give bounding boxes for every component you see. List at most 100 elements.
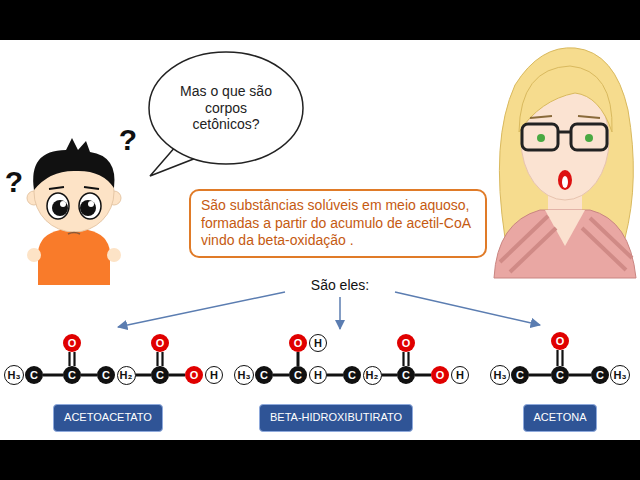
molecule-label: ACETOACETATO (53, 404, 163, 431)
atom-circle: C (97, 366, 115, 384)
teacher-figure (494, 48, 636, 278)
atom-symbol: O (190, 370, 199, 381)
bond-line (70, 352, 75, 366)
atom-circle: H₃ (4, 365, 24, 385)
atom-symbol: C (30, 370, 38, 381)
bond-line (327, 375, 343, 376)
atom-symbol: H₃ (7, 370, 20, 381)
bond-line (382, 375, 398, 376)
letterbox-bar (0, 0, 640, 40)
bond-line (404, 352, 409, 366)
atom-circle: C (63, 366, 81, 384)
atom-symbol: H (314, 370, 322, 381)
bond-stroke (529, 374, 551, 377)
atom-circle: H₃ (490, 365, 510, 385)
letterbox-bar (0, 440, 640, 480)
node-text: Mas o que são corpos cetônicos? (170, 83, 282, 133)
atom-symbol: O (68, 338, 77, 349)
atom-symbol: H₃ (493, 370, 506, 381)
atom-circle: H₃ (234, 365, 254, 385)
atom-symbol: C (402, 370, 410, 381)
bond-stroke (407, 352, 409, 366)
atom-symbol: C (68, 370, 76, 381)
atom-symbol: H (314, 338, 322, 349)
bond-stroke (156, 352, 158, 366)
boy-figure (27, 138, 121, 285)
bond-stroke (556, 350, 558, 366)
atom-circle: C (25, 366, 43, 384)
bond-stroke (273, 374, 289, 377)
molecule-label: ACETONA (523, 404, 598, 431)
bond-stroke (402, 352, 404, 366)
atom-circle: O (431, 366, 449, 384)
molecule-name: BETA-HIDROXIBUTIRATO (270, 411, 402, 424)
bond-stroke (136, 374, 152, 377)
atom-symbol: C (294, 370, 302, 381)
bond-line (43, 375, 63, 376)
atom-circle: C (591, 366, 609, 384)
bond-stroke (68, 352, 70, 366)
bond-line (298, 352, 299, 366)
atom-symbol: H (210, 370, 218, 381)
bond-line (158, 352, 163, 366)
bond-stroke (327, 374, 343, 377)
atom-symbol: H₃ (613, 370, 626, 381)
atom-symbol: H (456, 370, 464, 381)
molecule-label: BETA-HIDROXIBUTIRATO (259, 404, 413, 431)
atom-symbol: O (402, 338, 411, 349)
atom-symbol: C (102, 370, 110, 381)
atom-circle: C (151, 366, 169, 384)
atom-circle: C (551, 366, 569, 384)
atom-symbol: C (348, 370, 356, 381)
molecule-name: ACETOACETATO (64, 411, 152, 424)
atom-symbol: O (156, 338, 165, 349)
bond-stroke (43, 374, 63, 377)
bond-line (169, 375, 185, 376)
atom-circle: C (255, 366, 273, 384)
atom-circle: C (511, 366, 529, 384)
bond-stroke (81, 374, 97, 377)
bond-stroke (169, 374, 185, 377)
bond-stroke (561, 350, 563, 366)
atom-symbol: H₂ (120, 370, 133, 381)
atom-circle: O (63, 334, 81, 352)
atom-circle: C (397, 366, 415, 384)
atom-symbol: O (556, 336, 565, 347)
atom-circle: H (309, 334, 327, 352)
atom-circle: O (397, 334, 415, 352)
atom-circle: H₂ (363, 366, 382, 385)
atom-symbol: C (156, 370, 164, 381)
atom-symbol: C (596, 370, 604, 381)
molecule-name: ACETONA (534, 411, 587, 424)
atom-circle: H (205, 366, 223, 384)
atom-circle: C (289, 366, 307, 384)
atom-symbol: O (436, 370, 445, 381)
bond-stroke (382, 374, 398, 377)
atom-symbol: C (556, 370, 564, 381)
bond-line (81, 375, 97, 376)
bond-line (569, 375, 591, 376)
atom-circle: O (185, 366, 203, 384)
bond-line (415, 375, 431, 376)
atom-symbol: C (516, 370, 524, 381)
question-mark: ? (5, 165, 23, 199)
atom-circle: C (343, 366, 361, 384)
atom-symbol: H₂ (366, 370, 379, 381)
bond-stroke (161, 352, 163, 366)
bond-stroke (415, 374, 431, 377)
bond-line (558, 350, 563, 366)
bond-stroke (297, 352, 300, 366)
atom-circle: O (289, 334, 307, 352)
bond-line (273, 375, 289, 376)
atom-circle: O (151, 334, 169, 352)
atom-circle: H (309, 366, 327, 384)
node-text: São substâncias solúveis em meio aquoso,… (201, 197, 475, 250)
bond-stroke (569, 374, 591, 377)
atom-circle: H₃ (610, 365, 630, 385)
atom-circle: H (451, 366, 469, 384)
list-intro: São eles: (311, 277, 369, 293)
atom-circle: H₂ (117, 366, 136, 385)
speech-bubble: Mas o que são corpos cetônicos? (148, 51, 304, 165)
atom-symbol: O (294, 338, 303, 349)
question-mark: ? (119, 123, 137, 157)
